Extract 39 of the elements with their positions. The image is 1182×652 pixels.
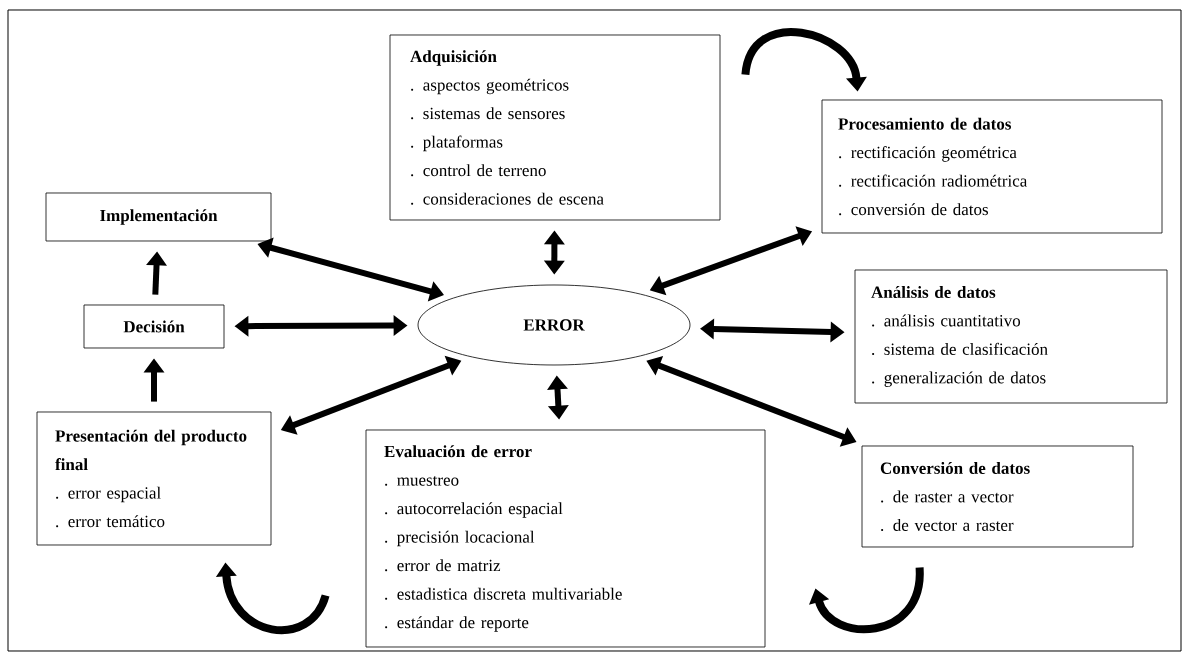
box-heading: Análisis de datos [871, 286, 996, 298]
process-box [36, 411, 272, 546]
box-heading: Evaluación de error [384, 445, 532, 458]
list-item: . conversión de datos [839, 203, 988, 216]
list-item: . consideraciones de escena [411, 192, 604, 205]
list-item: . precisión locacional [385, 530, 535, 547]
list-item: . rectificación geométrica [839, 146, 1017, 162]
list-item: . autocorrelación espacial [385, 502, 563, 518]
process-box [854, 269, 1168, 404]
list-item: . estadistica discreta multivariable [385, 587, 622, 600]
process-box [389, 34, 721, 221]
list-item: . error temático [56, 515, 165, 528]
list-item: . control de terreno [411, 164, 546, 177]
list-item: . aspectos geométricos [411, 78, 569, 95]
ellipse-node [417, 284, 691, 366]
list-item: . error espacial [56, 486, 161, 503]
box-heading: ERROR [523, 319, 585, 331]
list-item: . plataformas [411, 135, 503, 152]
list-item: . generalización de datos [872, 371, 1046, 387]
list-item: . rectificación radiométrica [839, 174, 1028, 187]
process-box [365, 429, 766, 648]
list-item: . análisis cuantitativo [872, 314, 1021, 327]
process-box [83, 304, 225, 349]
box-heading: Adquisición [410, 50, 497, 66]
list-item: . estándar de reporte [385, 616, 529, 632]
list-item: . sistemas de sensores [411, 107, 565, 120]
list-item: . error de matriz [385, 559, 501, 572]
list-item: . sistema de clasificación [872, 342, 1048, 356]
list-item: . muestreo [385, 476, 459, 486]
list-item: . de vector a raster [881, 519, 1014, 531]
process-box [821, 99, 1163, 234]
box-heading: Decisión [123, 320, 185, 333]
process-box [861, 445, 1134, 548]
box-heading: Procesamiento de datos [838, 117, 1011, 130]
process-box [45, 192, 272, 242]
list-item: . de raster a vector [881, 490, 1014, 503]
box-heading: Implementación [100, 209, 218, 225]
box-heading: Presentación del producto final [55, 429, 247, 471]
box-heading: Conversión de datos [880, 461, 1030, 474]
